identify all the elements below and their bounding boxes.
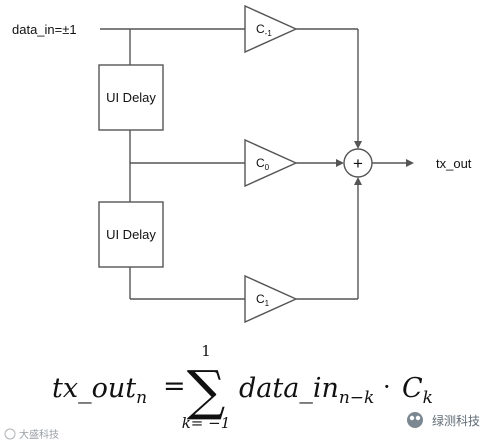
watermark-right-logo-eye-2 [415, 415, 421, 421]
sum-upper-limit: 1 [201, 342, 211, 360]
formula-lhs-sub: n [136, 388, 147, 408]
tap-c1-base: C [256, 292, 265, 306]
formula-term-data-sub: n−k [339, 388, 375, 408]
delay-box-1 [98, 64, 164, 131]
watermark-left: 大盛科技 [4, 428, 59, 441]
tap-c1-triangle [244, 274, 298, 324]
watermark-right-logo-eye-1 [409, 415, 415, 421]
tap-c-minus1-triangle [244, 4, 298, 54]
tap-c1-label: C1 [256, 292, 270, 308]
tap-c0-base: C [256, 156, 265, 170]
formula-lhs: tx_outn [52, 373, 147, 408]
watermark-left-logo-icon [4, 428, 16, 440]
formula-term-coef-main: C [402, 373, 423, 404]
tap-c0-sub: 0 [265, 163, 270, 172]
sum-lower-limit: k= −1 [182, 414, 231, 432]
formula-dot: · [383, 373, 391, 401]
formula-equals: = [163, 371, 186, 402]
output-arrow [406, 159, 414, 167]
output-label: tx_out [436, 156, 472, 171]
watermark-right-text: 绿测科技 [432, 413, 480, 428]
sigma-symbol: ∑ [187, 359, 226, 422]
formula-term-coef: Ck [402, 373, 433, 408]
arrow-into-adder-left [336, 159, 344, 167]
arrow-into-adder-bottom [354, 177, 362, 185]
tap-c-minus1-base: C [256, 22, 265, 36]
input-label: data_in=±1 [12, 22, 77, 37]
tap-c1-sub: 1 [265, 299, 270, 308]
tap-c0-triangle [244, 138, 298, 188]
tap-c0-label: C0 [256, 156, 270, 172]
adder-plus: + [353, 154, 363, 173]
formula-lhs-main: tx_out [52, 373, 136, 404]
formula-term-data-main: data_in [239, 373, 339, 404]
watermark-right-logo-icon [407, 412, 423, 428]
arrow-into-adder-top [354, 141, 362, 149]
formula-term-data: data_inn−k [239, 373, 374, 408]
delay-box-2 [98, 201, 164, 268]
watermark-left-text: 大盛科技 [19, 428, 59, 441]
formula: tx_outn = 1 ∑ k= −1 data_inn−k · Ck [52, 342, 433, 432]
watermark-right: 绿测科技 [407, 412, 480, 428]
delay-box-1-label: UI Delay [106, 90, 156, 105]
tap-c-minus1-label: C-1 [256, 22, 272, 38]
formula-term-coef-sub: k [423, 388, 433, 408]
tap-c-minus1-sub: -1 [265, 29, 273, 38]
delay-box-2-label: UI Delay [106, 227, 156, 242]
